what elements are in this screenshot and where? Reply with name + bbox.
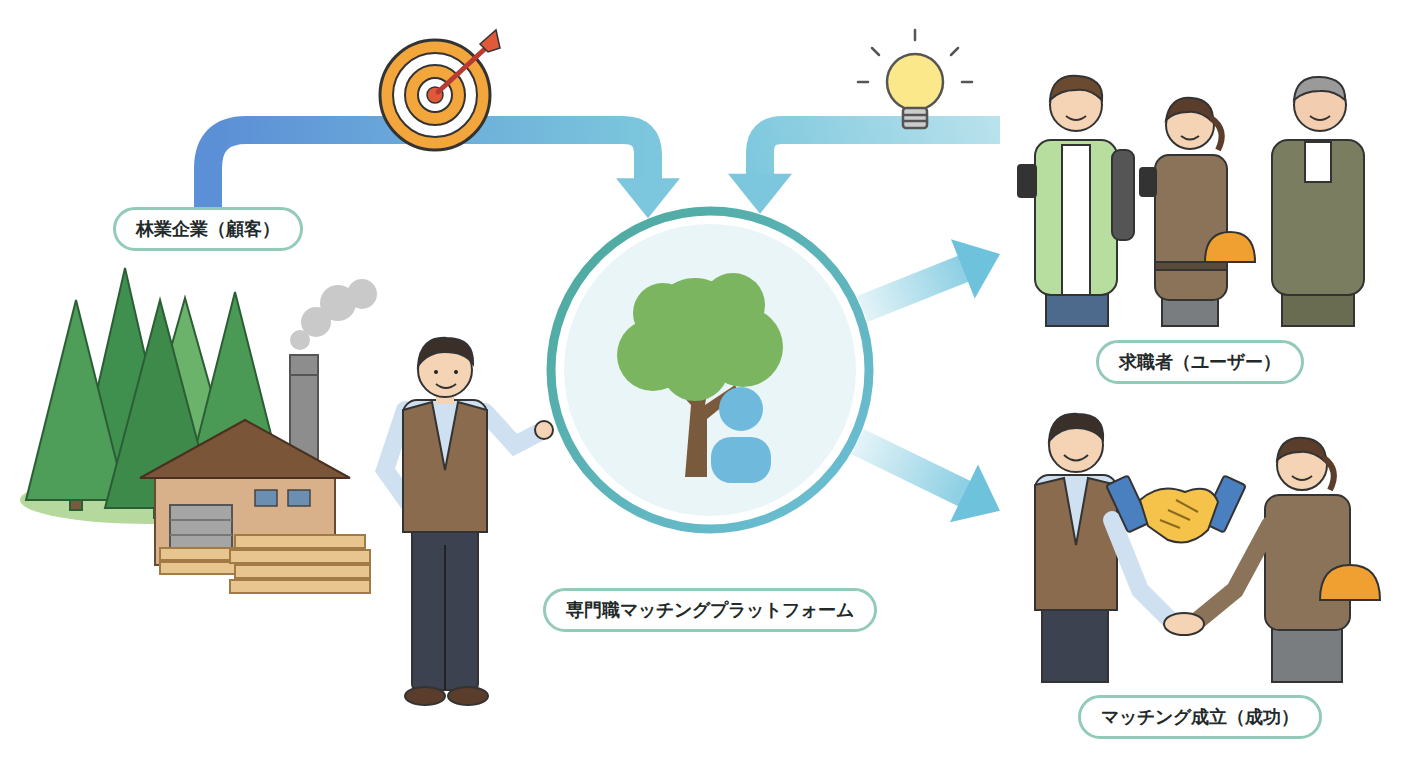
flow-arrow <box>728 130 1000 214</box>
flow-arrow <box>862 239 1000 309</box>
handshake-scene <box>1035 414 1380 682</box>
node-label: 林業企業（顧客） <box>113 207 303 251</box>
jobseeker-group: 求職者（ユーザー） <box>1000 60 1400 390</box>
arrow-head <box>950 465 1000 523</box>
jobseekers <box>1018 76 1364 326</box>
arrow-head <box>728 174 792 214</box>
factory <box>140 279 377 565</box>
match-group: マッチング成立（成功） <box>1000 410 1400 755</box>
customer-label: 林業企業（顧客） <box>113 207 303 251</box>
lightbulb-icon <box>858 30 972 128</box>
node-label: 専門職マッチングプラットフォーム <box>543 588 877 632</box>
node-label: マッチング成立（成功） <box>1078 695 1322 739</box>
lumber <box>160 535 370 593</box>
arrow-band <box>862 268 964 309</box>
flow-arrow <box>858 442 1000 523</box>
arrow-band <box>858 442 965 494</box>
target-icon <box>380 30 500 150</box>
platform-circle: 専門職マッチングプラットフォーム <box>545 205 875 535</box>
guide-person <box>385 338 553 705</box>
node-label: 求職者（ユーザー） <box>1096 340 1304 384</box>
platform-emblem <box>545 205 875 535</box>
arrow-band <box>760 130 1000 175</box>
arrow-head <box>951 239 1000 298</box>
